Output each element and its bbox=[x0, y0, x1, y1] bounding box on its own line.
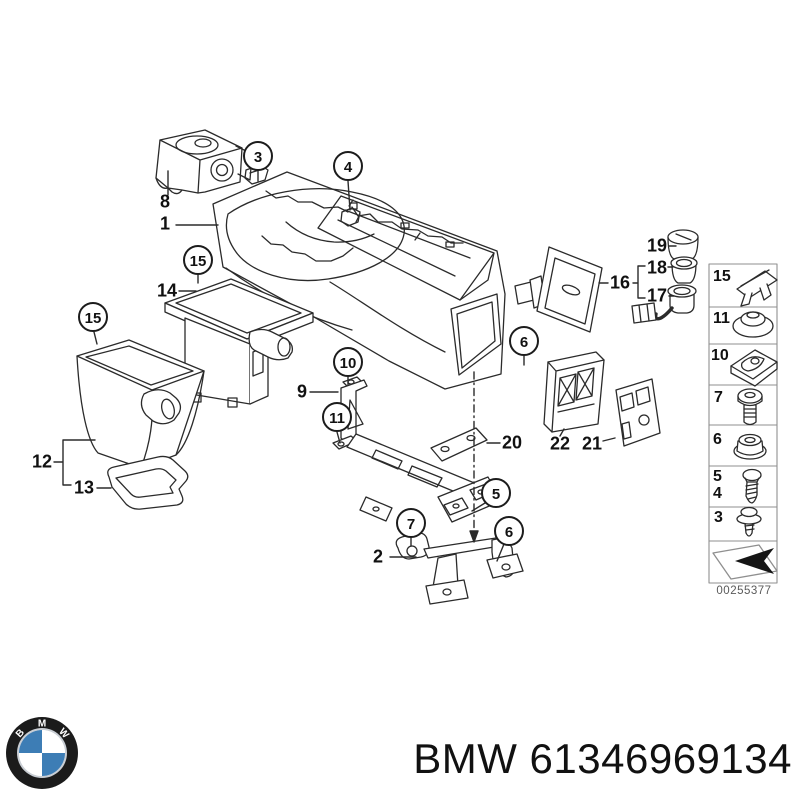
part-label-12: 12 bbox=[31, 451, 53, 472]
callout-15: 15 bbox=[183, 245, 213, 275]
fastener-legend-icons bbox=[712, 269, 778, 580]
part-label-20: 20 bbox=[501, 432, 523, 453]
hex-collar-nut-icon bbox=[733, 433, 767, 460]
switch-unit-drawing bbox=[543, 351, 605, 433]
ashtray-drawing bbox=[514, 246, 603, 333]
speed-nut-clip-icon bbox=[730, 349, 778, 387]
callout-10: 10 bbox=[333, 347, 363, 377]
part-label-16: 16 bbox=[609, 272, 631, 293]
screw-with-washer-icon bbox=[736, 506, 762, 537]
legend-label-11: 11 bbox=[713, 310, 730, 327]
continuation-arrow-icon bbox=[712, 544, 778, 580]
sheet-metal-clip-icon bbox=[736, 269, 778, 307]
part-label-9: 9 bbox=[296, 381, 308, 402]
rear-panel-drawing bbox=[615, 378, 661, 447]
part-label-1: 1 bbox=[159, 213, 171, 234]
callout-5: 5 bbox=[481, 478, 511, 508]
callout-11: 11 bbox=[322, 402, 352, 432]
callout-7: 7 bbox=[396, 508, 426, 538]
console-bracket-drawing bbox=[332, 376, 502, 523]
support-strip-drawing bbox=[430, 427, 488, 462]
callout-3: 3 bbox=[243, 141, 273, 171]
part-label-8: 8 bbox=[159, 191, 171, 212]
leader-lines bbox=[53, 170, 677, 562]
part-label-21: 21 bbox=[581, 433, 603, 454]
legend-label-10: 10 bbox=[711, 347, 729, 364]
tapping-screw-icon bbox=[742, 468, 762, 504]
callout-4: 4 bbox=[333, 151, 363, 181]
legend-label-3: 3 bbox=[714, 509, 723, 526]
bin-mat-drawing bbox=[107, 455, 189, 510]
part-label-22: 22 bbox=[549, 433, 571, 454]
oddments-tray-drawing bbox=[164, 278, 314, 408]
storage-bin-drawing bbox=[76, 339, 205, 469]
lower-bracket-drawing bbox=[395, 532, 524, 605]
part-label-18: 18 bbox=[646, 257, 668, 278]
legend-label-6: 6 bbox=[713, 431, 722, 448]
drawing-number: 00255377 bbox=[716, 585, 772, 597]
callout-6: 6 bbox=[494, 516, 524, 546]
machine-screw-icon bbox=[737, 388, 763, 426]
legend-label-5: 5 bbox=[713, 468, 722, 485]
cap-nut-icon bbox=[732, 311, 774, 338]
front-storage-tray-drawing bbox=[155, 129, 253, 195]
callout-15: 15 bbox=[78, 302, 108, 332]
part-label-14: 14 bbox=[156, 280, 178, 301]
legend-label-7: 7 bbox=[714, 389, 723, 406]
cigarette-lighter-drawing bbox=[631, 229, 699, 324]
bmw-logo-letter-M: M bbox=[38, 719, 46, 730]
footer-part-number: BMW 61346969134 bbox=[413, 735, 792, 782]
part-label-2: 2 bbox=[372, 546, 384, 567]
callout-6: 6 bbox=[509, 326, 539, 356]
legend-label-15: 15 bbox=[713, 268, 731, 285]
part-label-13: 13 bbox=[73, 477, 95, 498]
part-label-19: 19 bbox=[646, 235, 668, 256]
part-label-17: 17 bbox=[646, 285, 668, 306]
legend-label-4: 4 bbox=[713, 485, 722, 502]
